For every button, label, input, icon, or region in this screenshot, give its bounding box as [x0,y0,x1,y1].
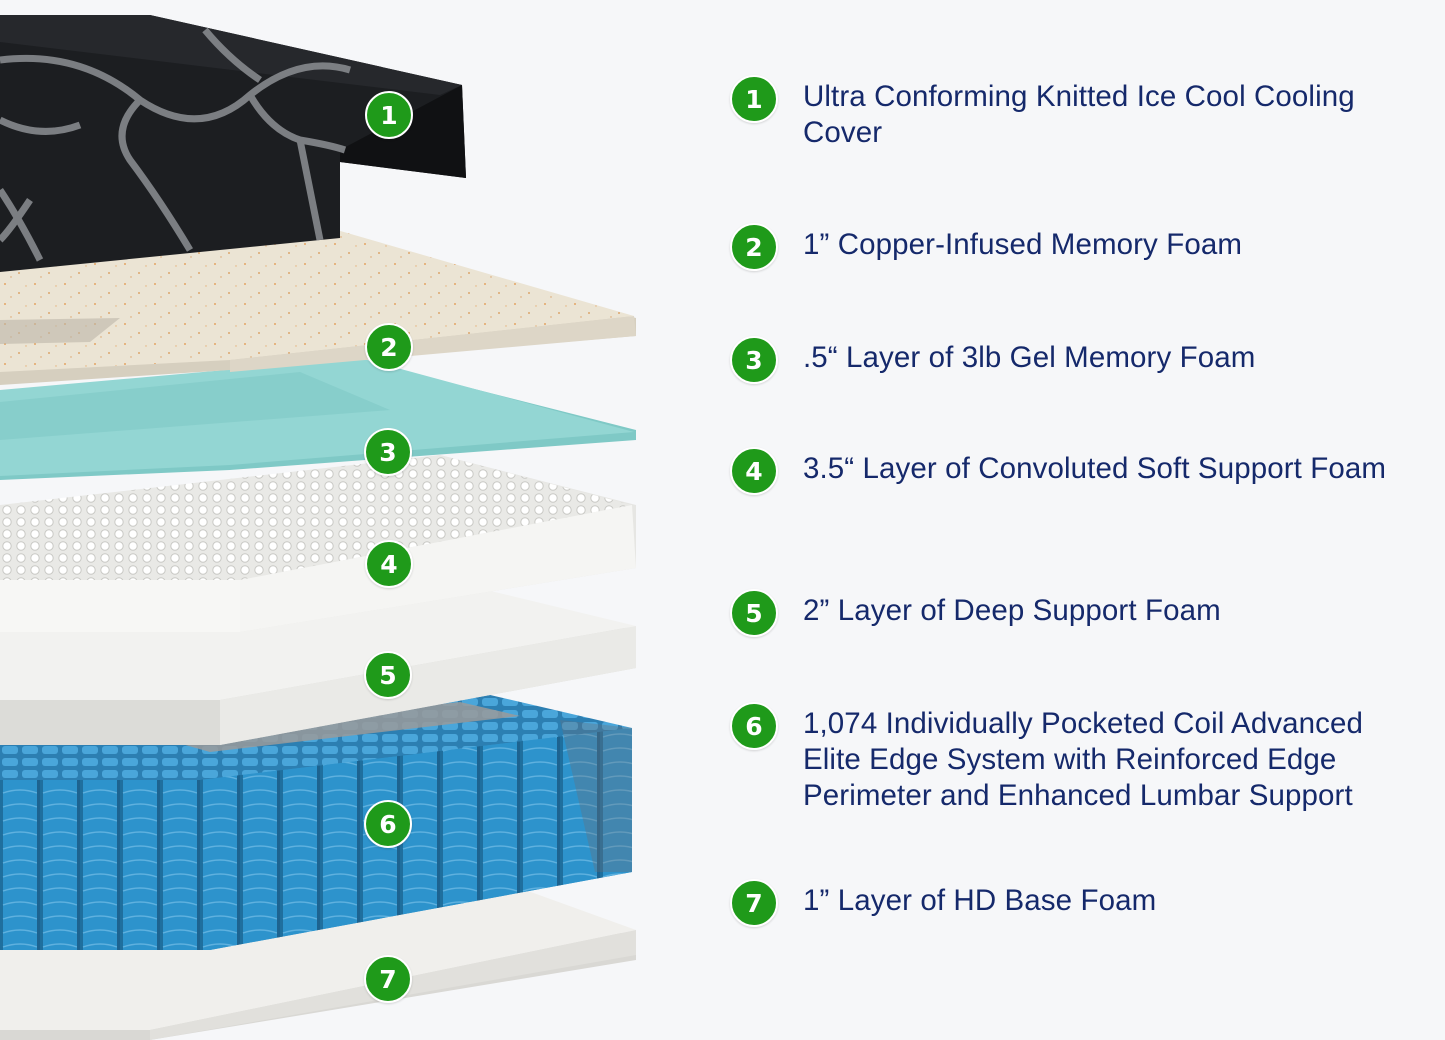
legend-label: 1” Copper-Infused Memory Foam [803,228,1243,261]
copper-foam-layer [0,228,636,385]
legend-badge: 2 [730,223,778,271]
layer-5-badge: 5 [364,651,412,699]
legend-item-3: 3 .5“ Layer of 3lb Gel Memory Foam [730,336,1405,384]
legend-label: 1,074 Individually Pocketed Coil Advance… [803,707,1364,812]
convoluted-foam-layer [0,455,636,632]
layer-3-badge: 3 [364,428,412,476]
layer-4-badge: 4 [365,540,413,588]
legend-item-1: 1 Ultra Conforming Knitted Ice Cool Cool… [730,75,1405,151]
legend-item-6: 6 1,074 Individually Pocketed Coil Advan… [730,702,1405,814]
legend-label: .5“ Layer of 3lb Gel Memory Foam [803,341,1256,374]
legend-badge: 4 [730,447,778,495]
legend-item-7: 7 1” Layer of HD Base Foam [730,879,1405,927]
legend-label: Ultra Conforming Knitted Ice Cool Coolin… [803,80,1355,149]
cooling-cover-layer [0,15,466,272]
mattress-layers-illustration [0,15,636,1040]
legend-item-2: 2 1” Copper-Infused Memory Foam [730,223,1405,271]
legend-badge: 1 [730,75,778,123]
pocketed-coil-layer [0,688,632,950]
legend-label: 1” Layer of HD Base Foam [803,884,1157,917]
layer-6-badge: 6 [364,800,412,848]
legend-badge: 5 [730,589,778,637]
legend-item-4: 4 3.5“ Layer of Convoluted Soft Support … [730,447,1405,495]
legend-label: 2” Layer of Deep Support Foam [803,594,1221,627]
legend-label: 3.5“ Layer of Convoluted Soft Support Fo… [803,452,1387,485]
legend-badge: 7 [730,879,778,927]
deep-support-foam-layer [0,574,636,745]
gel-foam-layer [0,358,636,480]
legend-badge: 3 [730,336,778,384]
legend-badge: 6 [730,702,778,750]
layer-2-badge: 2 [365,323,413,371]
layer-7-badge: 7 [364,955,412,1003]
legend-item-5: 5 2” Layer of Deep Support Foam [730,589,1405,637]
layer-1-badge: 1 [365,91,413,139]
